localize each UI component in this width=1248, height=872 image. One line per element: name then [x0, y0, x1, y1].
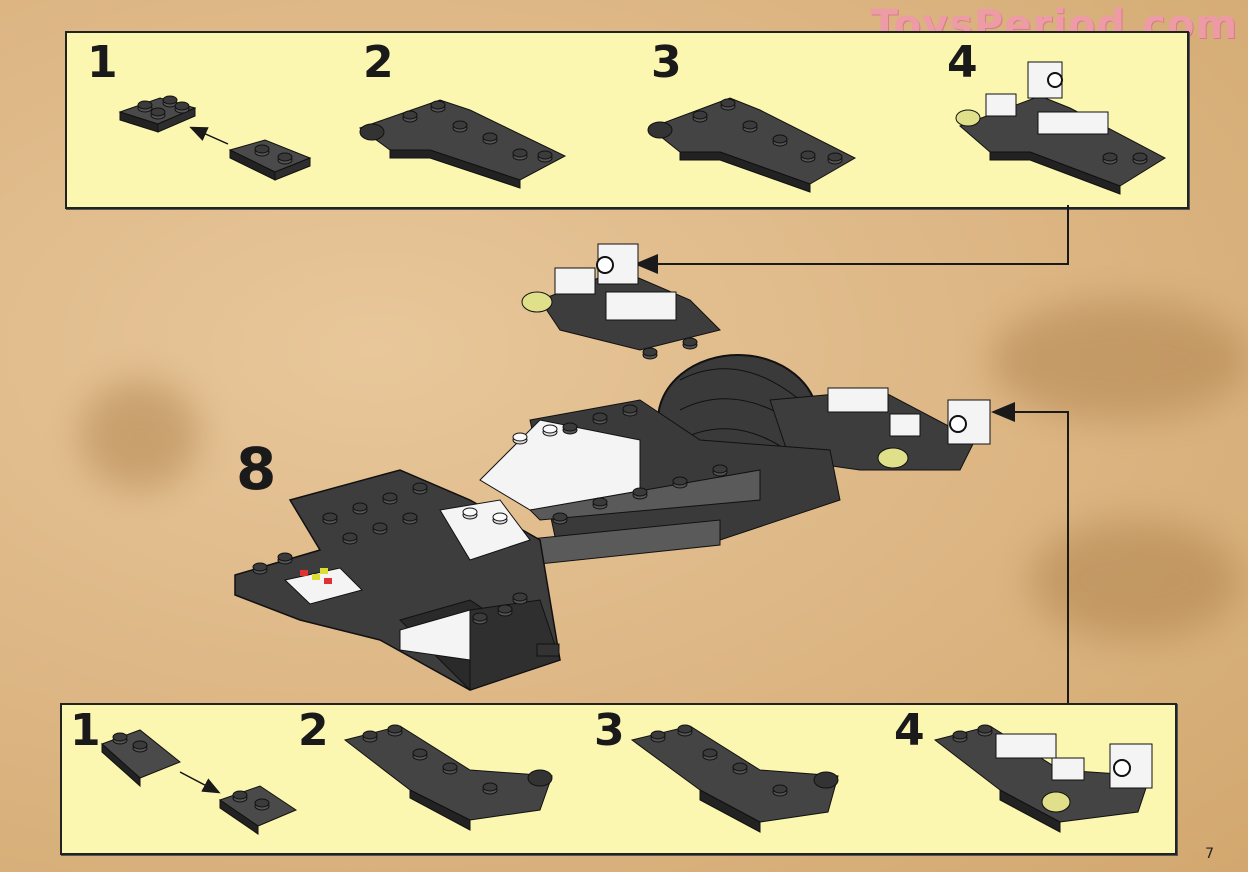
top-step-1-art [118, 95, 312, 181]
bottom-step-3-art [630, 724, 839, 833]
bottom-step-4-art [933, 724, 1153, 833]
background-stain [80, 380, 200, 490]
top-step-1-number: 1 [87, 37, 118, 88]
bottom-step-1-art [101, 729, 298, 835]
bottom-step-1-number: 1 [70, 705, 101, 756]
main-model-art [234, 243, 991, 691]
bottom-step-3-number: 3 [594, 705, 625, 756]
bottom-step-2-number: 2 [298, 705, 329, 756]
page-number: 7 [1205, 846, 1214, 862]
background-stain [990, 300, 1248, 420]
background-stain [1030, 520, 1240, 640]
bottom-step-2-art [343, 724, 553, 831]
top-step-4-art [955, 61, 1167, 195]
top-step-2-number: 2 [363, 37, 394, 88]
top-step-4-number: 4 [947, 37, 978, 88]
top-step-3-number: 3 [651, 37, 682, 88]
top-step-2-art [358, 99, 567, 189]
bottom-step-4-number: 4 [894, 705, 925, 756]
main-step-number: 8 [236, 435, 277, 503]
top-step-3-art [647, 97, 857, 193]
